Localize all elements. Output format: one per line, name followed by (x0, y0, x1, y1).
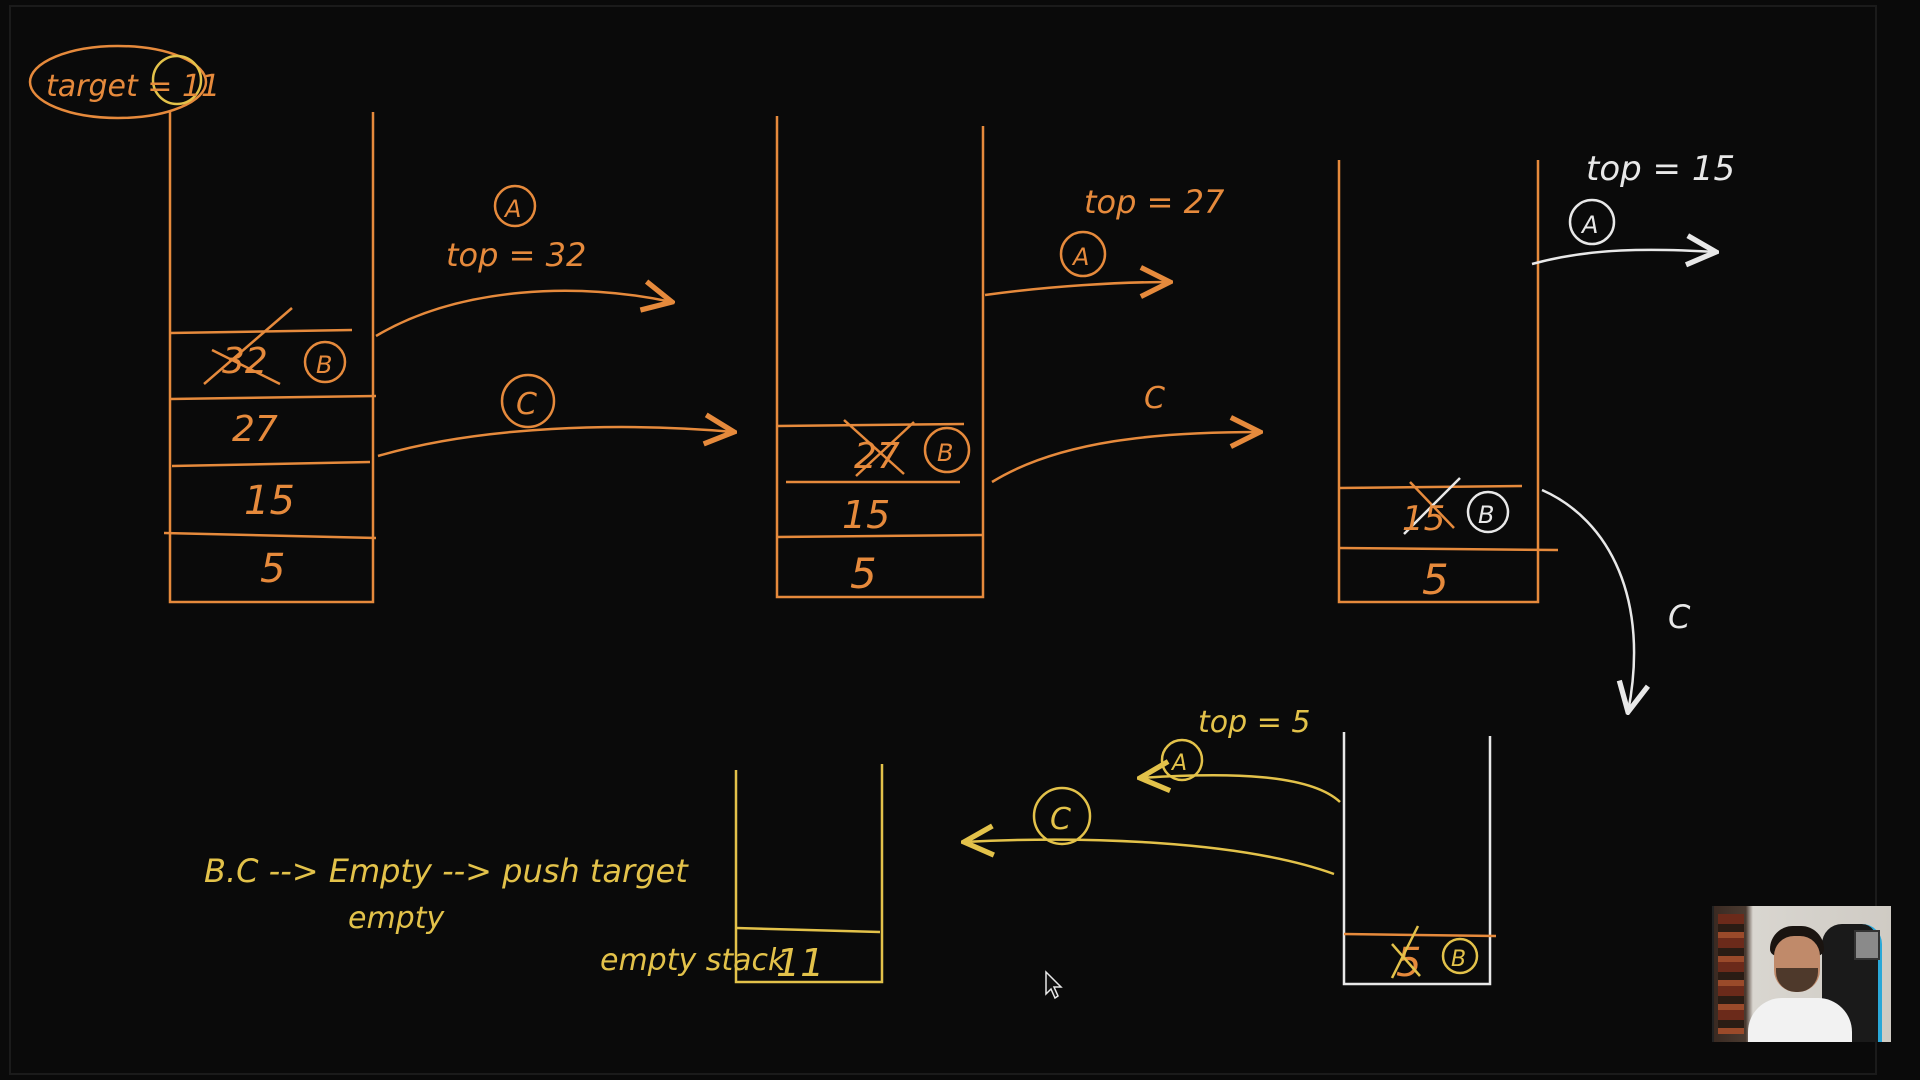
arrow-a-3 (1531, 250, 1716, 264)
arrow-c-3 (1541, 488, 1634, 712)
arrow-a-4 (1140, 775, 1341, 803)
stack-2 (775, 116, 985, 599)
webcam-person-shirt (1748, 998, 1852, 1042)
webcam-shelf (1718, 914, 1744, 1034)
stack-5 (734, 764, 884, 984)
stack-4-container (1342, 732, 1492, 986)
webcam-overlay (1712, 906, 1891, 1042)
marker-c-label: C (1144, 381, 1165, 416)
step-label-top-5: top = 5 (1198, 705, 1310, 740)
stack-2-cross-out (843, 419, 905, 475)
marker-b-circle (1466, 490, 1510, 534)
marker-b-label: B (316, 351, 332, 379)
stack-5-container (734, 764, 884, 984)
board-frame (9, 5, 1877, 1075)
stack-1 (163, 112, 377, 604)
stack-1-cell: 27 (232, 409, 278, 450)
stack-3-cross-out-white (1403, 477, 1461, 535)
marker-c-label: C (1668, 598, 1691, 636)
marker-b-label: B (1451, 947, 1466, 972)
marker-c-label: C (1050, 802, 1071, 837)
stack-2-container (775, 116, 985, 599)
cursor-arrow-icon (1045, 970, 1063, 1000)
stack-2-cell: 15 (842, 493, 890, 537)
stack-4 (1342, 732, 1492, 986)
stack-4-cross-out (1391, 943, 1421, 977)
stack-1-cell-top: 32 (222, 341, 268, 382)
stack-5-cell: 11 (776, 941, 824, 985)
marker-a-circle (493, 184, 537, 228)
base-case-condition: B.C --> Empty --> push target (204, 852, 689, 890)
arrow-c-2 (991, 432, 1260, 484)
marker-a-label: A (503, 195, 521, 223)
target-label: target = 11 (28, 44, 220, 120)
arrow-c-4 (964, 840, 1335, 876)
arrow-c-1 (377, 427, 734, 458)
step-label-top-27: top = 27 (1084, 183, 1225, 221)
stack-1-cross-out (211, 348, 281, 386)
marker-a-circle (1568, 198, 1616, 246)
empty-stack-label: empty stack (600, 943, 787, 978)
marker-c-circle (1032, 786, 1092, 846)
marker-b-circle (923, 426, 971, 474)
arrow-a-1 (375, 291, 672, 338)
marker-a-circle (1059, 230, 1107, 278)
base-case-empty: empty (348, 901, 445, 936)
step-label-top-32: top = 32 (446, 236, 586, 274)
stack-1-cell: 15 (244, 478, 295, 524)
step-label-top-15: top = 15 (1586, 149, 1735, 189)
marker-c-label: C (516, 387, 537, 422)
marker-b-circle (303, 340, 347, 384)
marker-b-label: B (1478, 501, 1494, 529)
stack-2-cell: 5 (850, 549, 877, 598)
stack-2-cell-top: 27 (854, 436, 900, 477)
webcam-wall-frame (1854, 930, 1880, 960)
marker-c-circle (500, 373, 556, 429)
arrow-a-2 (984, 282, 1170, 295)
stack-3-cell: 5 (1422, 555, 1449, 604)
stack-1-cell: 5 (260, 546, 285, 592)
stack-3-container (1337, 160, 1540, 604)
target-text: target = 11 (46, 69, 220, 104)
marker-b-circle (1441, 937, 1479, 975)
stack-3 (1337, 160, 1559, 604)
marker-a-label: A (1580, 211, 1598, 239)
marker-b-label: B (937, 439, 953, 467)
stack-3-cell-top: 15 (1402, 499, 1445, 539)
marker-a-label: A (1170, 751, 1187, 776)
stack-1-container (168, 112, 375, 604)
marker-a-label: A (1071, 243, 1089, 271)
base-case-note: B.C --> Empty --> push target empty (204, 852, 689, 936)
stack-4-cell-line (1343, 932, 1497, 938)
